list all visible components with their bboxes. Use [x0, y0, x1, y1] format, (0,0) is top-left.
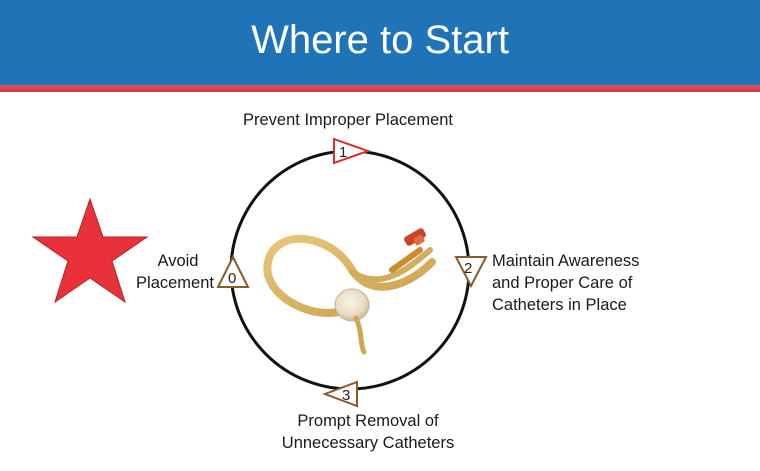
title-banner: Where to Start — [0, 0, 760, 85]
step-3-number: 3 — [342, 387, 350, 404]
step-1-label: Prevent Improper Placement — [243, 111, 454, 129]
step-2-number: 2 — [464, 260, 472, 277]
step-2-label: Maintain Awareness and Proper Care of Ca… — [492, 252, 640, 314]
star-icon — [31, 197, 149, 304]
step-2-marker: 2 — [454, 256, 488, 289]
step-3-label: Prompt Removal of Unnecessary Catheters — [281, 412, 455, 452]
catheter-image — [263, 228, 436, 355]
step-1-marker: 1 — [333, 137, 372, 165]
step-3-marker: 3 — [322, 380, 358, 408]
page-title: Where to Start — [251, 17, 509, 62]
step-0-marker: 0 — [216, 254, 250, 288]
step-0-label: Avoid Placement — [136, 252, 214, 292]
banner-stripe — [0, 85, 760, 92]
step-0-number: 0 — [228, 270, 236, 287]
step-1-number: 1 — [339, 144, 347, 161]
